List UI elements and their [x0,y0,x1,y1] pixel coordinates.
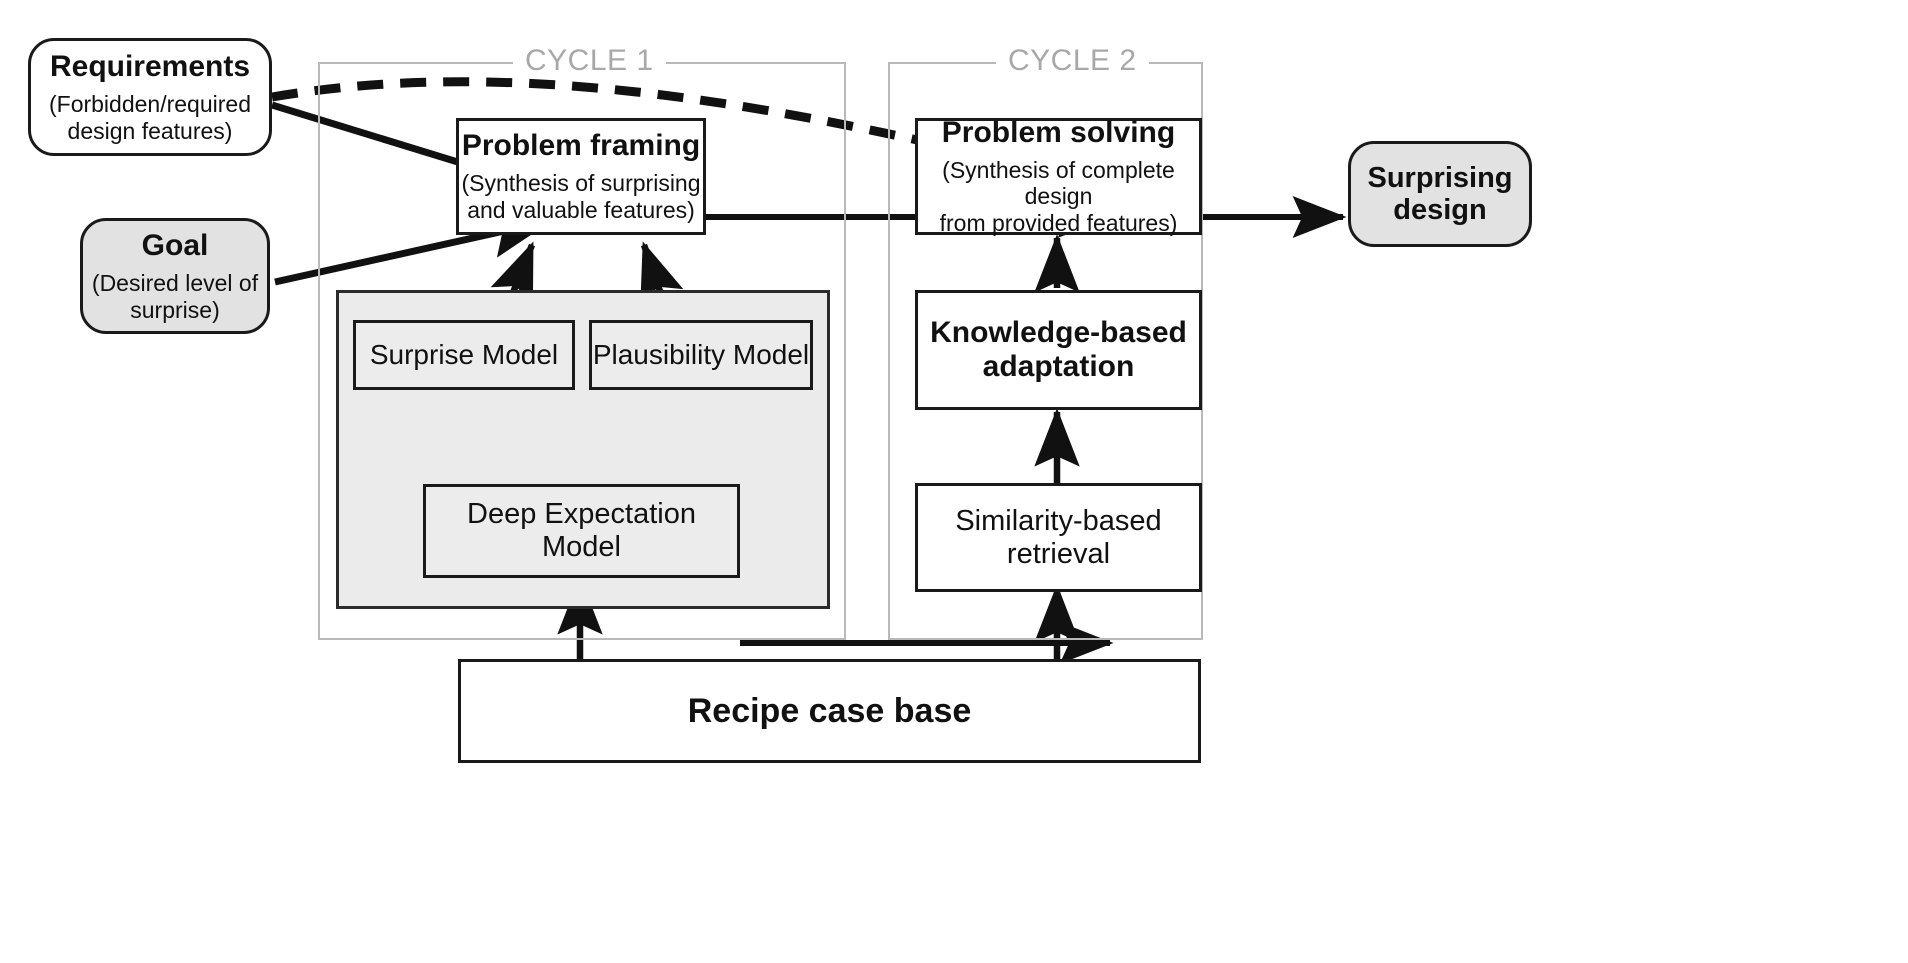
node-problem-solving-title: Problem solving [941,116,1176,150]
node-recipe-case-base-label: Recipe case base [687,691,972,730]
node-requirements[interactable]: Requirements (Forbidden/required design … [28,38,272,156]
node-surprising-design-line1: Surprising [1367,161,1513,194]
node-goal-subtitle-line1: (Desired level of [91,269,259,296]
node-deep-expectation-model-line1: Deep Expectation [467,498,696,530]
node-requirements-subtitle-line1: (Forbidden/required [48,90,251,117]
node-surprising-design-line2: design [1393,194,1487,226]
group-label-cycle-1: CYCLE 1 [513,44,666,78]
node-similarity-based-retrieval-line2: retrieval [1006,537,1111,570]
node-problem-solving-subtitle-line1: (Synthesis of complete design [942,156,1175,210]
node-goal-subtitle-line2: surprise) [130,296,220,323]
node-similarity-based-retrieval[interactable]: Similarity-based retrieval [915,483,1202,592]
node-goal[interactable]: Goal (Desired level of surprise) [80,218,270,334]
node-requirements-subtitle-line2: design features) [67,117,233,144]
node-requirements-title: Requirements [49,49,251,83]
node-surprise-model[interactable]: Surprise Model [353,320,575,390]
node-plausibility-model[interactable]: Plausibility Model [589,320,813,390]
node-deep-expectation-model[interactable]: Deep Expectation Model [423,484,740,578]
node-knowledge-based-adaptation-line2: adaptation [982,350,1135,383]
node-problem-solving[interactable]: Problem solving (Synthesis of complete d… [915,116,1202,237]
node-problem-framing-subtitle-line1: (Synthesis of surprising [461,170,701,197]
node-knowledge-based-adaptation-line1: Knowledge-based [930,316,1187,350]
node-deep-expectation-model-line2: Model [542,531,621,563]
node-goal-title: Goal [141,228,209,262]
node-plausibility-model-label: Plausibility Model [592,339,810,370]
node-problem-solving-subtitle-line2: from provided features) [939,210,1178,237]
node-similarity-based-retrieval-line1: Similarity-based [955,504,1162,537]
node-problem-framing-subtitle-line2: and valuable features) [467,197,695,224]
node-surprise-model-label: Surprise Model [369,339,559,370]
node-surprising-design[interactable]: Surprising design [1348,141,1532,247]
group-label-cycle-2: CYCLE 2 [996,44,1149,78]
node-knowledge-based-adaptation[interactable]: Knowledge-based adaptation [915,290,1202,410]
node-problem-framing[interactable]: Problem framing (Synthesis of surprising… [456,118,706,235]
node-problem-framing-title: Problem framing [461,129,701,163]
node-recipe-case-base[interactable]: Recipe case base [458,659,1201,763]
